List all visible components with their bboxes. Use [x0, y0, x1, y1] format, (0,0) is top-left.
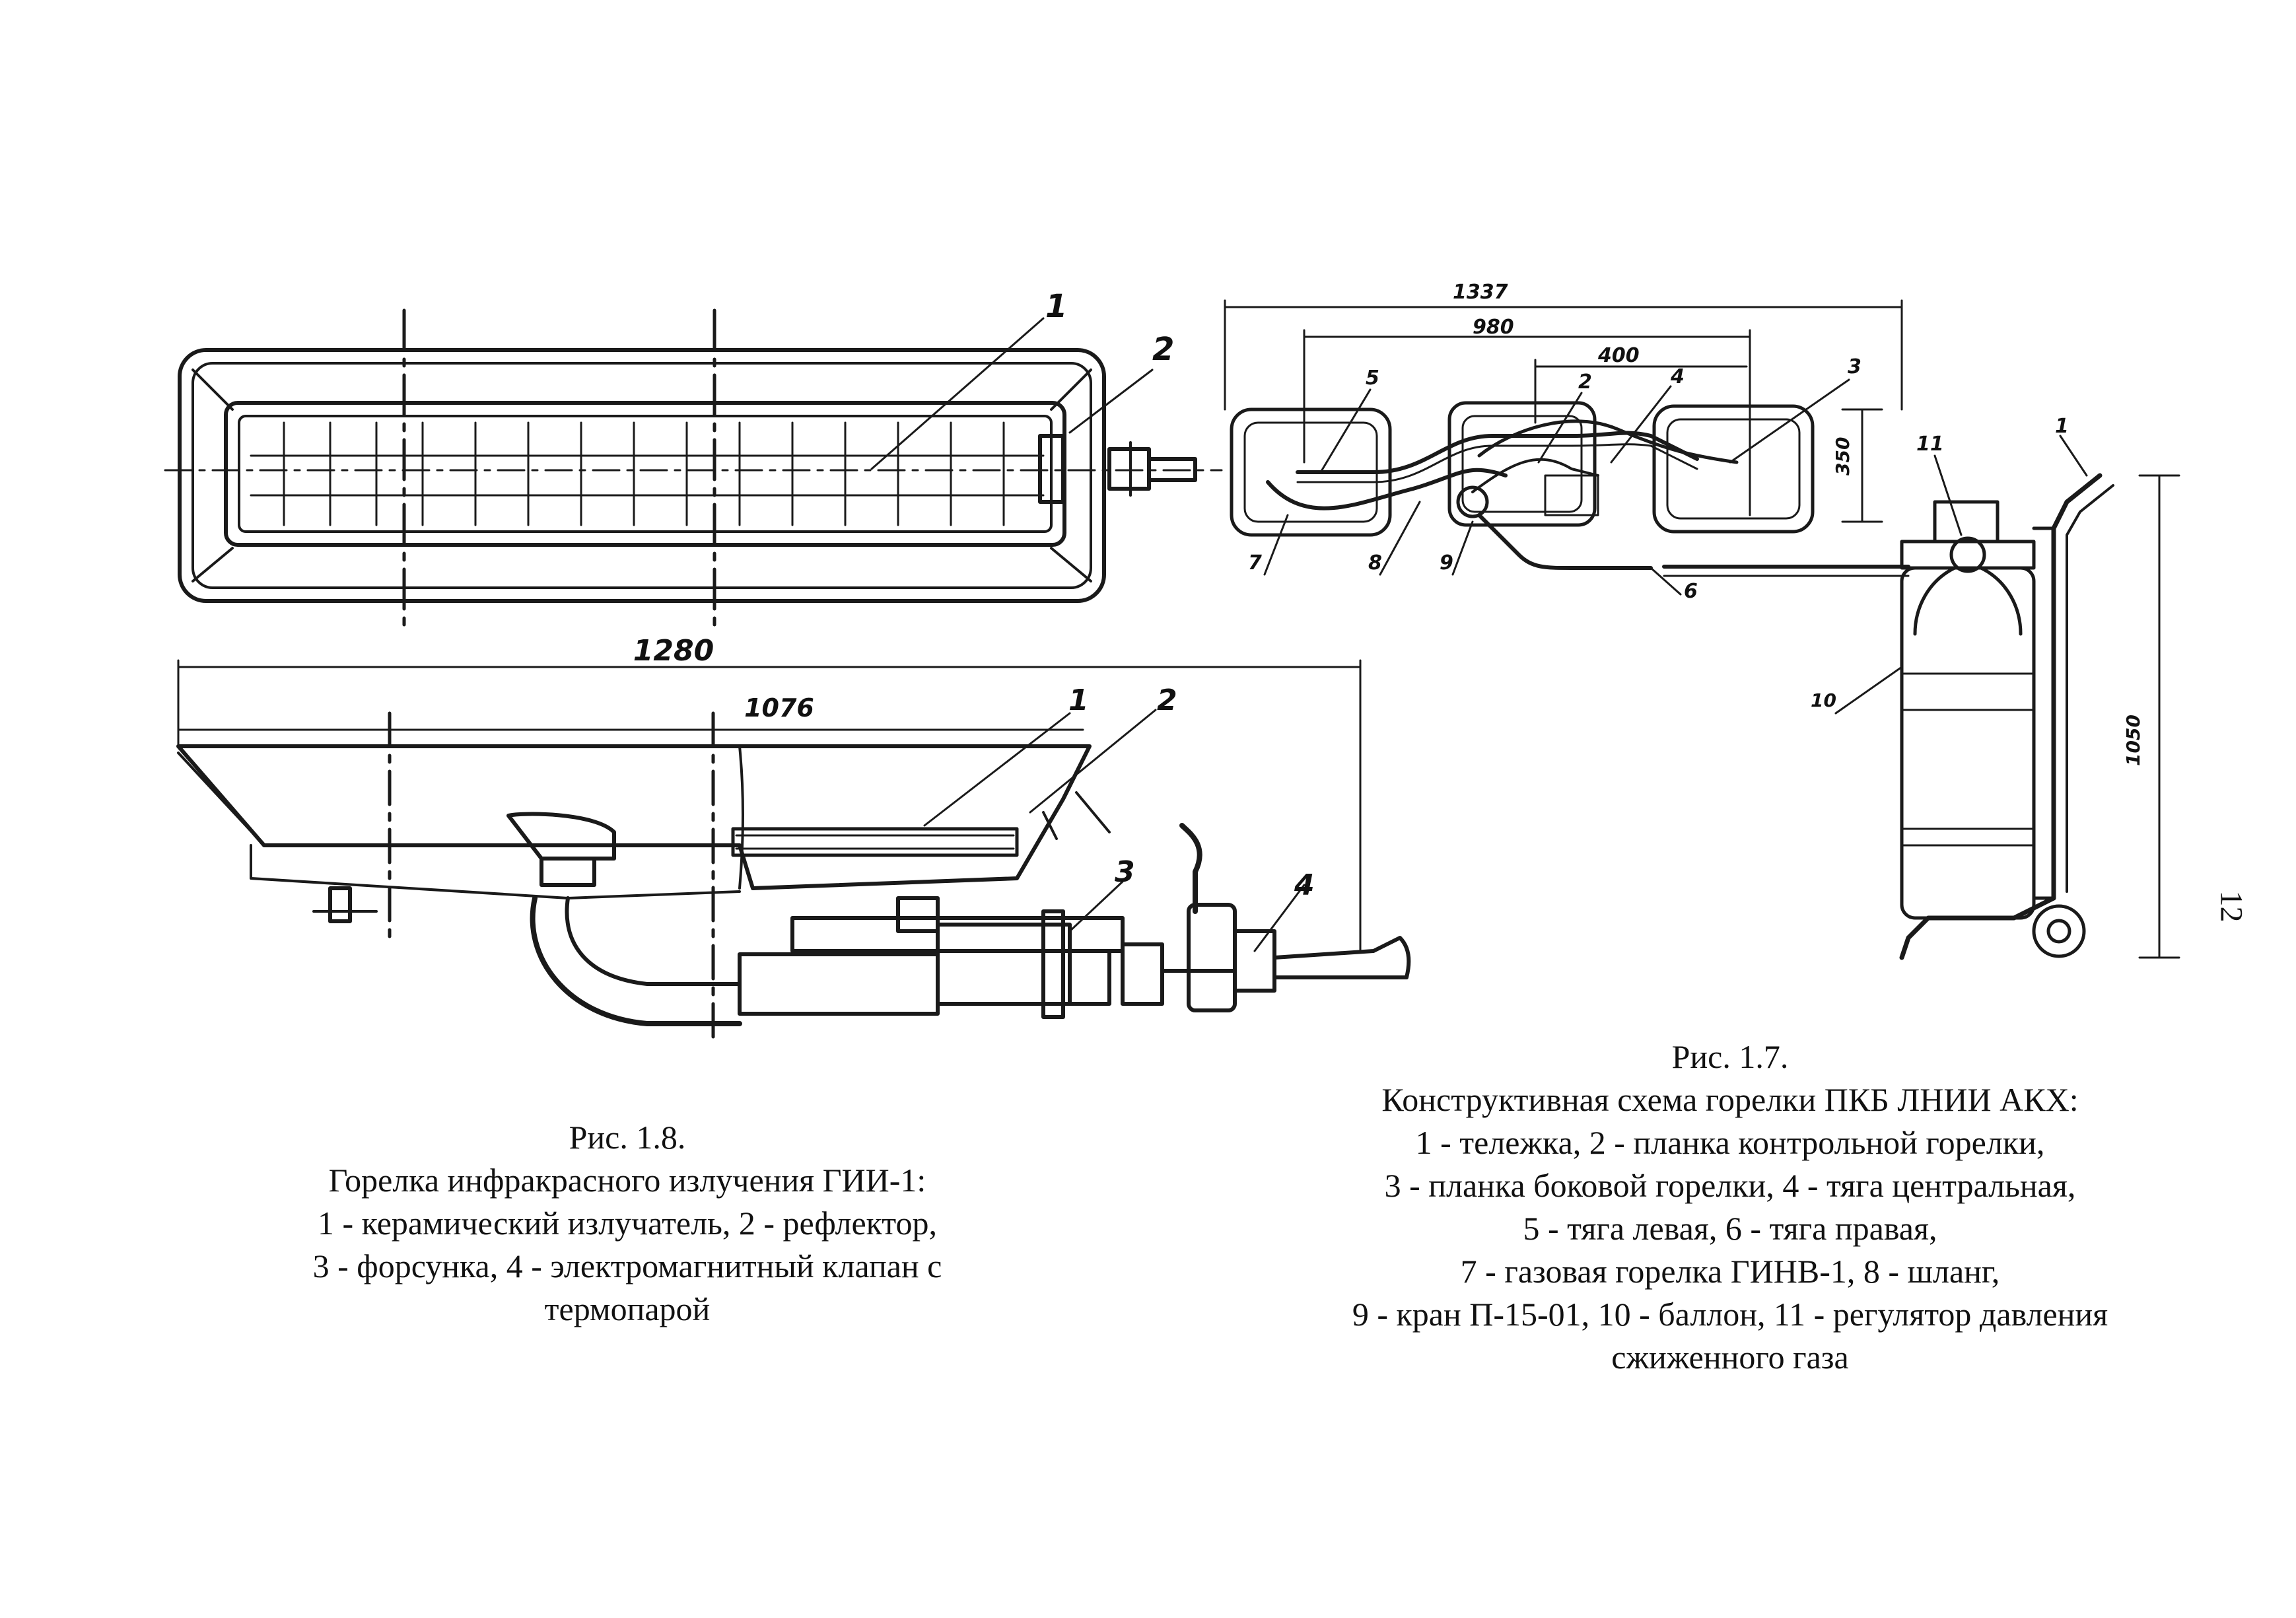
dim-1076: 1076: [744, 693, 814, 722]
figure-1-7-title: Рис. 1.7.: [1671, 1038, 1789, 1075]
callout-1: 1: [2055, 415, 2069, 438]
callout-7: 7: [1248, 551, 1262, 575]
dim-400: 400: [1597, 344, 1640, 367]
dim-980: 980: [1473, 316, 1514, 339]
fig-1-7-leaders: [1263, 378, 2088, 715]
figure-1-7-line: 7 - газовая горелка ГИНВ-1, 8 - шланг,: [1460, 1253, 2000, 1290]
callout-2-top: 2: [1152, 331, 1174, 368]
callout-5: 5: [1366, 367, 1379, 390]
figure-1-7-line: 1 - тележка, 2 - планка контрольной горе…: [1415, 1124, 2045, 1161]
callout-2: 2: [1578, 370, 1592, 394]
callout-10: 10: [1811, 689, 1836, 711]
figure-1-8-line: термопарой: [544, 1290, 711, 1327]
fig-1-8-side-view: [176, 659, 1411, 1045]
callout-1-side: 1: [1068, 684, 1089, 717]
figure-1-7-line: сжиженного газа: [1611, 1339, 1849, 1376]
figure-1-7-caption: Рис. 1.7. Конструктивная схема горелки П…: [1241, 1036, 2219, 1379]
dim-1337: 1337: [1453, 281, 1508, 304]
dim-1280: 1280: [633, 634, 714, 668]
callout-11: 11: [1916, 433, 1944, 456]
figure-1-8-line: 3 - форсунка, 4 - электромагнитный клапа…: [312, 1248, 942, 1284]
callout-8: 8: [1368, 551, 1382, 575]
figure-1-7-line: Конструктивная схема горелки ПКБ ЛНИИ АК…: [1381, 1081, 2079, 1118]
fig-1-7-schematic: [1224, 299, 2180, 960]
fig-1-8-top-view: [164, 308, 1223, 629]
callout-3-side: 3: [1115, 855, 1135, 889]
figure-1-8-line: Горелка инфракрасного излучения ГИИ-1:: [328, 1162, 926, 1199]
page-number: 12: [2213, 890, 2249, 923]
callout-6: 6: [1684, 580, 1698, 603]
figure-1-7-line: 3 - планка боковой горелки, 4 - тяга цен…: [1384, 1167, 2076, 1204]
callout-3: 3: [1848, 355, 1861, 378]
dim-1050: 1050: [2122, 715, 2144, 766]
callout-9: 9: [1440, 551, 1453, 575]
figure-1-8-caption: Рис. 1.8. Горелка инфракрасного излучени…: [218, 1116, 1037, 1331]
figure-1-8-line: 1 - керамический излучатель, 2 - рефлект…: [318, 1205, 937, 1242]
figure-1-8-title: Рис. 1.8.: [569, 1119, 686, 1156]
fig-1-8-top-leaders: [870, 317, 1154, 470]
callout-4-side: 4: [1294, 868, 1315, 902]
callout-1-top: 1: [1045, 288, 1067, 325]
callout-2-side: 2: [1157, 684, 1177, 717]
figure-1-7-line: 5 - тяга левая, 6 - тяга правая,: [1523, 1210, 1937, 1247]
dim-350: 350: [1832, 437, 1854, 475]
fig-1-8-side-leaders: [923, 709, 1305, 952]
callout-4: 4: [1670, 365, 1685, 388]
figure-1-7-line: 9 - кран П-15-01, 10 - баллон, 11 - регу…: [1352, 1296, 2108, 1333]
